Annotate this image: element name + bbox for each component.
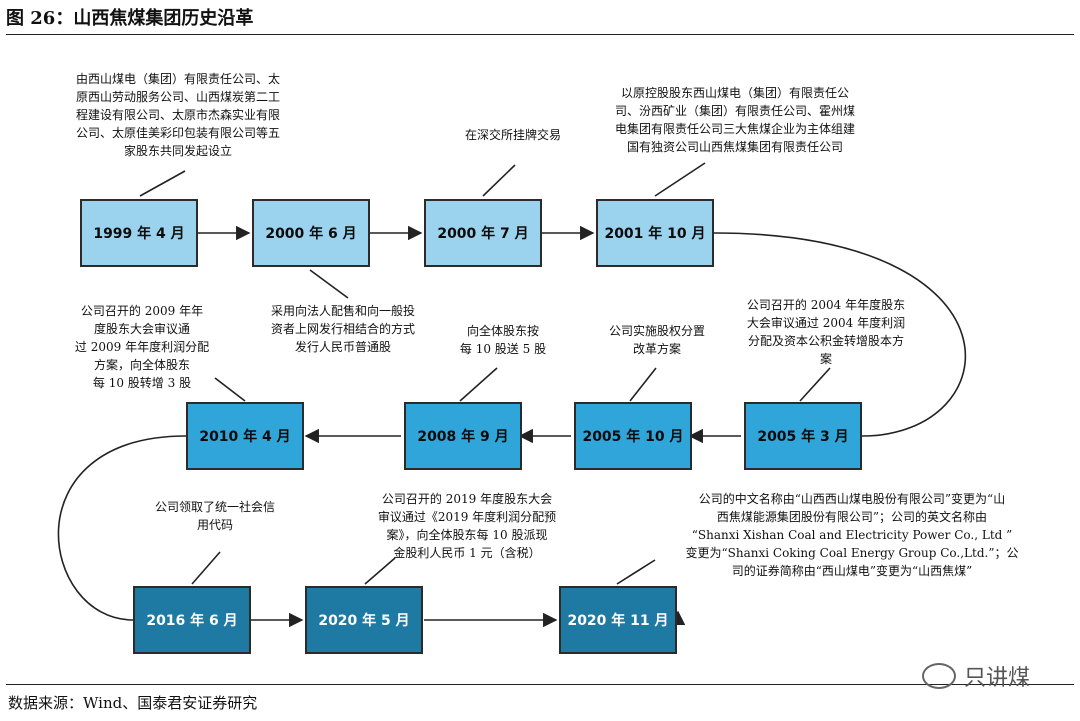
milestone-2020-11: 2020 年 11 月 (559, 586, 677, 654)
watermark-text: 只讲煤 (964, 666, 1031, 691)
milestone-2000-06: 2000 年 6 月 (252, 199, 370, 267)
milestone-2008-09: 2008 年 9 月 (404, 402, 522, 470)
milestone-2020-05: 2020 年 5 月 (305, 586, 423, 654)
leader-2020a (364, 557, 396, 585)
figure-title: 图 26：山西焦煤集团历史沿革 (6, 8, 254, 29)
chat-icon (922, 663, 956, 689)
note-2000-07: 在深交所挂牌交易 (464, 128, 561, 142)
leader-1999 (139, 170, 186, 197)
milestone-2005-03: 2005 年 3 月 (744, 402, 862, 470)
leader-2020b (616, 559, 656, 585)
curve-2001-2005a (713, 232, 967, 437)
milestone-2016-06: 2016 年 6 月 (133, 586, 251, 654)
note-1999-04: 由西山煤电（集团）有限责任公司、太 原西山劳动服务公司、山西煤炭第二工 程建设有… (75, 72, 280, 158)
milestone-2010-04: 2010 年 4 月 (186, 402, 304, 470)
note-2008-09: 向全体股东按 每 10 股送 5 股 (459, 324, 547, 356)
watermark: 只讲煤 (922, 660, 1030, 692)
leader-2010 (214, 377, 246, 402)
note-2020-11: 公司的中文名称由“山西西山煤电股份有限公司”变更为“山 西焦煤能源集团股份有限公… (685, 492, 1019, 578)
footer-rule (6, 684, 1074, 685)
milestone-2005-10: 2005 年 10 月 (574, 402, 692, 470)
source-note: 数据来源：Wind、国泰君安证券研究 (8, 694, 258, 712)
note-2010-04: 公司召开的 2009 年年 度股东大会审议通 过 2009 年年度利润分配 方案… (74, 304, 210, 390)
leader-2001 (654, 162, 706, 197)
curve-2010-2016 (57, 435, 187, 621)
note-2000-06: 采用向法人配售和向一般投 资者上网发行相结合的方式 发行人民币普通股 (270, 304, 415, 354)
leader-2000b (482, 164, 516, 197)
note-2001-10: 以原控股股东西山煤电（集团）有限责任公 司、汾西矿业（集团）有限责任公司、霍州煤… (614, 86, 855, 154)
leader-2005b (629, 367, 657, 402)
milestone-2000-07: 2000 年 7 月 (424, 199, 542, 267)
leader-2016 (191, 551, 221, 585)
note-2005-10: 公司实施股权分置 改革方案 (608, 324, 705, 356)
milestone-2001-10: 2001 年 10 月 (596, 199, 714, 267)
title-rule (6, 34, 1074, 35)
milestone-1999-04: 1999 年 4 月 (80, 199, 198, 267)
leader-2005a (799, 367, 831, 402)
note-2005-03: 公司召开的 2004 年年度股东 大会审议通过 2004 年度利润 分配及资本公… (746, 298, 906, 366)
leader-2008 (459, 367, 498, 402)
leader-2000a (309, 269, 349, 299)
note-2020-05: 公司召开的 2019 年度股东大会 审议通过《2019 年度利润分配预 案》，向… (377, 492, 557, 560)
note-2016-06: 公司领取了统一社会信 用代码 (154, 500, 275, 532)
